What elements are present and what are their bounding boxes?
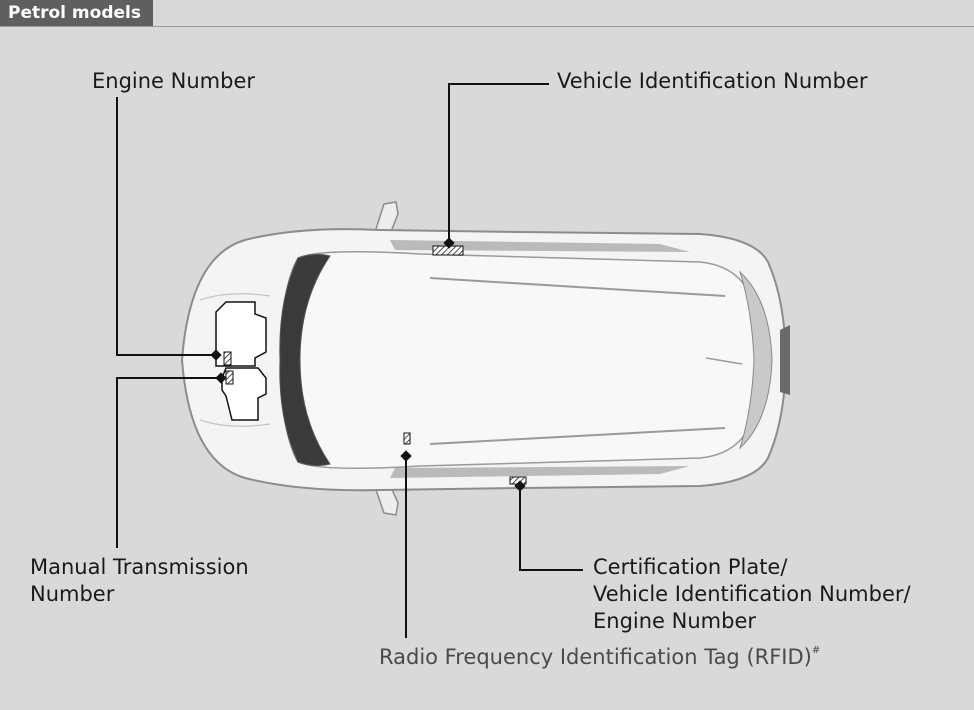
windshield (279, 253, 331, 467)
vin-label: Vehicle Identification Number (557, 69, 868, 93)
roof-rail-right (429, 427, 726, 445)
section-divider (0, 26, 974, 27)
manual-transmission-label: Manual Transmission Number (30, 555, 249, 606)
leader-engine-number (116, 97, 216, 356)
rear-window (738, 270, 773, 450)
certification-label: Certification Plate/ Vehicle Identificat… (593, 555, 911, 633)
rfid-tag (403, 432, 411, 445)
rear-wiper (780, 325, 790, 395)
side-windows-right (390, 466, 690, 478)
engine-number-plate (223, 351, 232, 366)
antenna (705, 357, 743, 365)
roof-rail-left (429, 277, 726, 297)
engine-outline (215, 301, 267, 367)
engine-number-label: Engine Number (92, 69, 256, 93)
leader-vin (448, 83, 549, 243)
car-top-view (180, 201, 790, 516)
rfid-label: Radio Frequency Identification Tag (RFID… (379, 645, 821, 669)
transmission-number-plate (225, 370, 234, 385)
leader-transmission-number (116, 377, 221, 548)
side-windows-left (390, 240, 690, 252)
section-tag: Petrol models (0, 0, 153, 26)
engine-block (215, 301, 267, 421)
footnote-mark: # (811, 645, 821, 656)
leader-certification (519, 486, 583, 571)
